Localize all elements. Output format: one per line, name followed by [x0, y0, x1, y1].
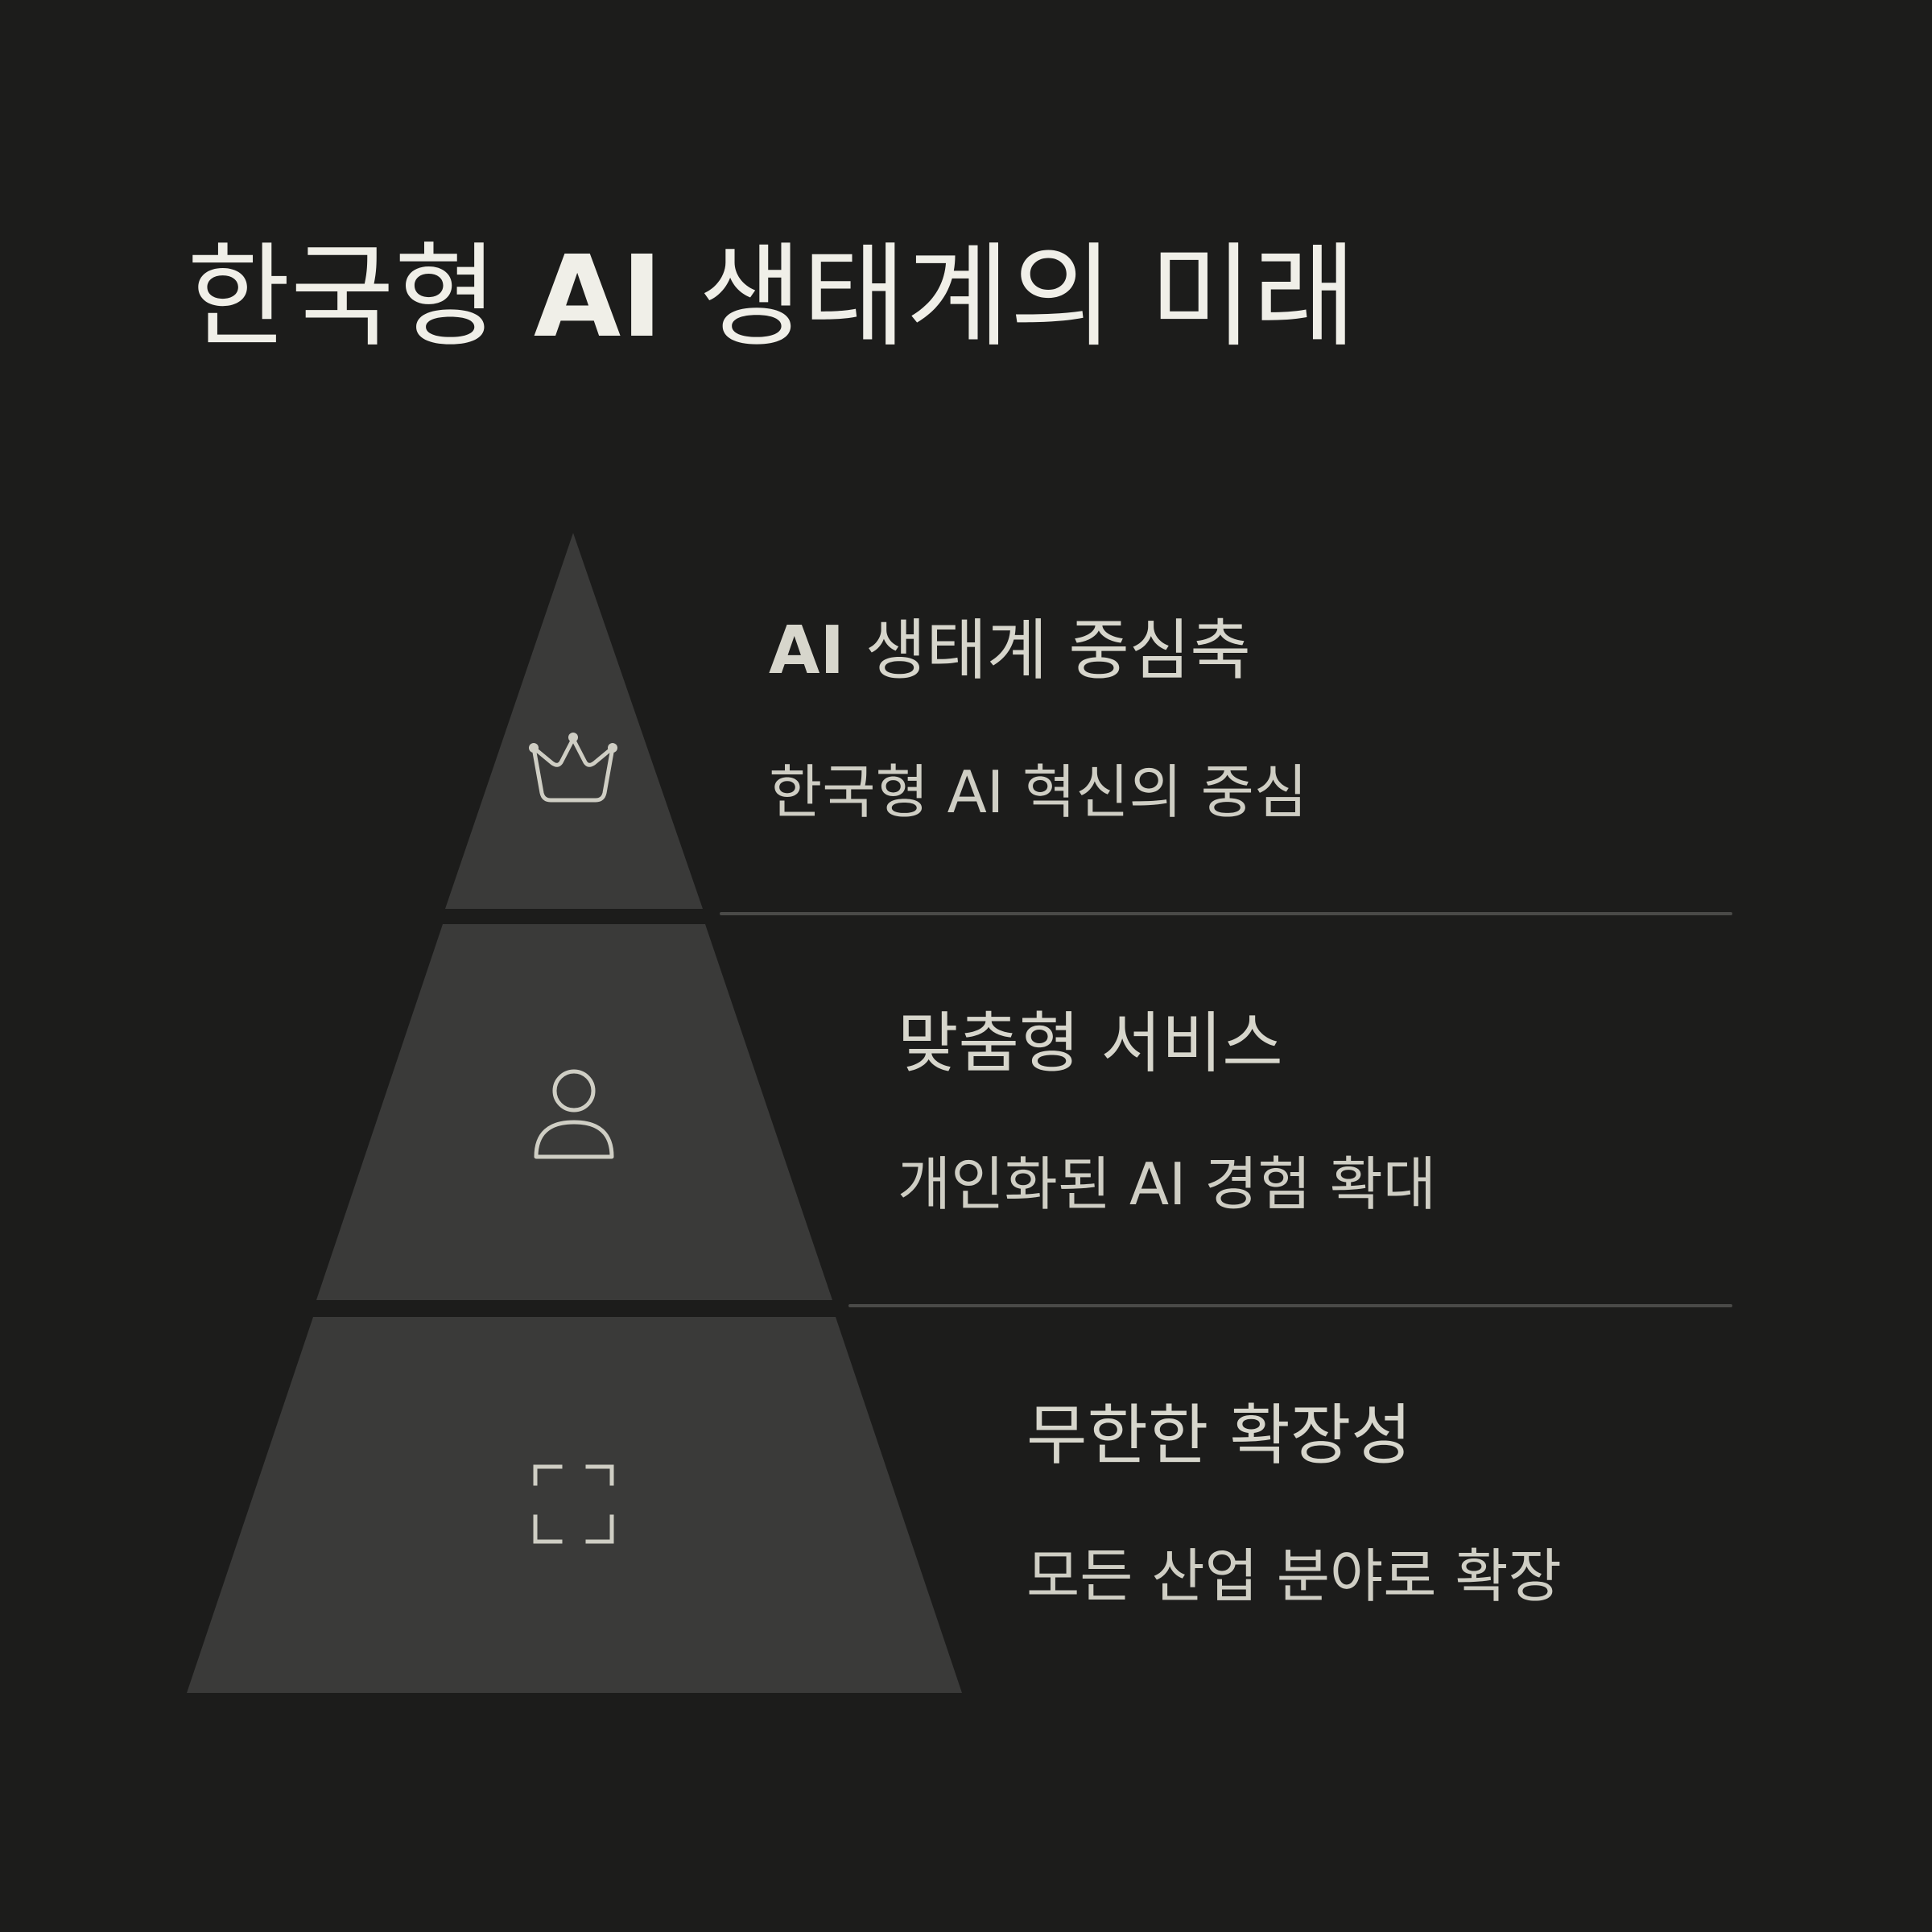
tier-3-title: 무한한 확장성 — [1026, 1397, 1412, 1474]
tier-3-subtitle: 모든 산업 분야로 확장 — [1026, 1542, 1562, 1610]
tier-2-title: 맞춤형 서비스 — [898, 1005, 1283, 1082]
pyramid-tier-middle — [316, 924, 832, 1300]
tier-2-subtitle: 개인화된 AI 경험 확대 — [898, 1150, 1437, 1218]
tier-1-title: AI 생태계 중심축 — [769, 613, 1251, 689]
tier-1-subtitle: 한국형 AI 혁신의 중심 — [769, 758, 1308, 826]
expand-icon — [533, 1464, 614, 1544]
pyramid-tier-top — [445, 533, 703, 909]
user-icon — [534, 1069, 614, 1159]
pyramid-tier-bottom — [187, 1317, 962, 1693]
crown-icon — [529, 733, 617, 803]
page-title: 한국형 AI 생태계의 미래 — [187, 232, 1357, 363]
